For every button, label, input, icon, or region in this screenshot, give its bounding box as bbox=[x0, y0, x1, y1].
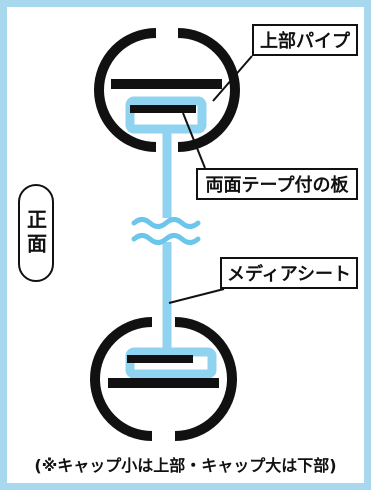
leader-lines bbox=[168, 55, 253, 304]
cap-note: (※キャップ小は上部・キャップ大は下部) bbox=[34, 456, 337, 475]
front-badge: 正面 bbox=[18, 184, 54, 282]
front-label: 正面 bbox=[23, 209, 48, 257]
media-sheet-label: メディアシート bbox=[220, 257, 358, 289]
upper-pipe-icon bbox=[94, 28, 240, 152]
upper-pipe-label: 上部パイプ bbox=[252, 24, 358, 56]
lower-pipe-icon bbox=[90, 317, 237, 441]
break-marks bbox=[131, 217, 201, 245]
tape-board-shape bbox=[127, 105, 196, 363]
tape-board-label: 両面テープ付の板 bbox=[196, 168, 358, 200]
